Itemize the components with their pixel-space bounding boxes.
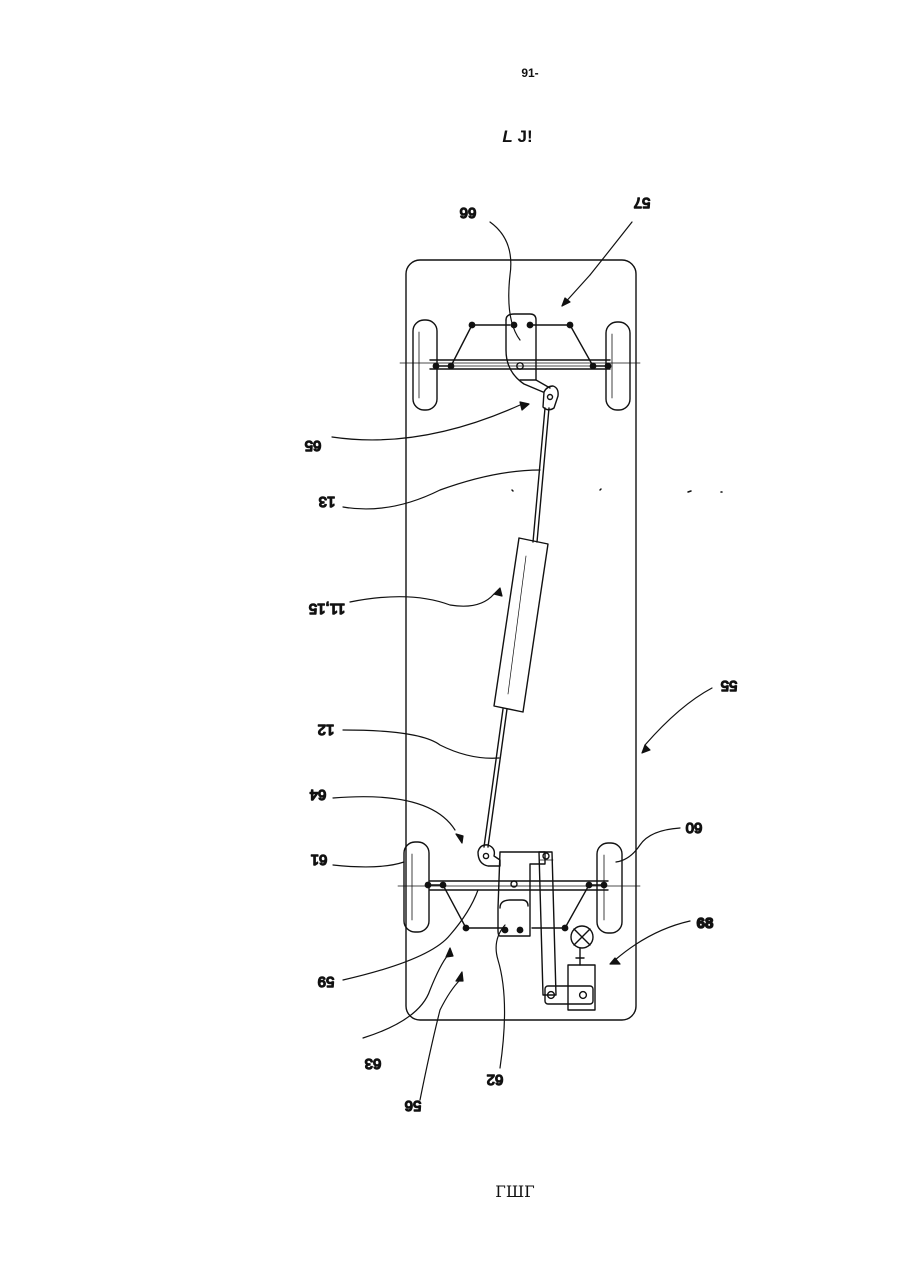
cylinder-11-15	[494, 538, 548, 712]
label-60: 60	[686, 819, 703, 836]
label-59: 59	[318, 973, 335, 990]
label-11-15: 11,15	[309, 600, 345, 617]
label-56: 56	[405, 1097, 422, 1114]
label-13: 13	[319, 493, 336, 510]
label-63: 63	[365, 1055, 382, 1072]
wheel-rear-left	[404, 842, 429, 932]
reference-labels: 66 57 65 13 11,15 55 12 64 60 61 68 59 6…	[305, 194, 738, 1114]
label-66: 66	[460, 204, 477, 221]
rear-axle-assembly	[398, 842, 640, 1010]
label-61: 61	[311, 851, 328, 868]
label-57: 57	[634, 194, 651, 211]
footer-mark: ГШГ	[0, 1182, 901, 1201]
chassis-frame	[406, 260, 636, 1020]
label-65: 65	[305, 437, 322, 454]
label-55: 55	[721, 677, 738, 694]
leader-lines	[332, 222, 712, 1100]
label-62: 62	[487, 1071, 504, 1088]
label-68: 68	[697, 915, 714, 932]
stray-marks	[512, 489, 722, 492]
front-axle-assembly	[400, 314, 640, 410]
label-12: 12	[318, 721, 335, 738]
label-64: 64	[310, 786, 327, 803]
wheel-rear-right	[597, 843, 622, 933]
actuator-assembly	[484, 408, 549, 847]
rod-eye-upper	[543, 386, 558, 410]
